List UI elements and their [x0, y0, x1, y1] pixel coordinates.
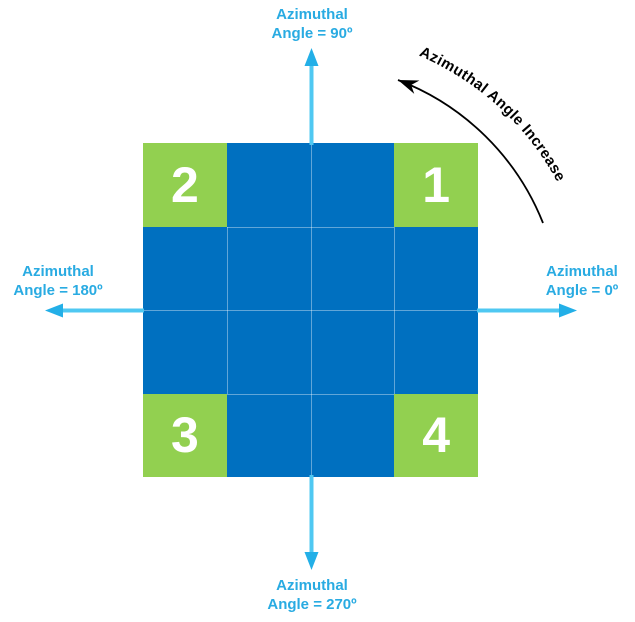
grid-cell: [310, 226, 395, 310]
axis-label-line: Azimuthal: [546, 263, 618, 280]
quadrant-number: 2: [170, 156, 199, 213]
grid-cell: [310, 310, 395, 394]
grid-line: [226, 226, 395, 228]
axis-label-90: Azimuthal Angle = 90º: [232, 5, 392, 43]
grid-line: [143, 310, 478, 311]
axis-label-line: Azimuthal: [276, 577, 348, 594]
grid-cell: [394, 226, 478, 310]
axis-label-180: Azimuthal Angle = 180º: [2, 262, 114, 300]
axis-label-270: Azimuthal Angle = 270º: [232, 576, 392, 614]
grid-line: [394, 226, 396, 394]
axis-arrow-right: [477, 303, 577, 318]
axis-label-line: Angle = 270º: [267, 596, 357, 613]
quadrant-cell-3: 3: [143, 393, 227, 477]
axis-label-line: Angle = 180º: [13, 282, 103, 299]
quadrant-cell-2: 2: [143, 143, 227, 227]
quadrant-number: 3: [170, 407, 199, 464]
axis-label-line: Angle = 90º: [271, 25, 353, 42]
grid-cell: [143, 310, 227, 394]
quadrant-number: 1: [422, 156, 451, 213]
axis-arrow-down: [304, 475, 319, 570]
axis-arrow-left: [45, 303, 144, 318]
axis-arrow-up: [304, 48, 319, 145]
quadrant-number: 4: [422, 407, 451, 464]
grid-cell: [226, 393, 311, 477]
axis-label-0: Azimuthal Angle = 0º: [526, 262, 635, 300]
grid-cell: [226, 226, 311, 310]
grid-cell: [226, 143, 311, 227]
axis-label-line: Angle = 0º: [545, 282, 619, 299]
sensor-grid: 2 1 3 4: [143, 143, 478, 477]
quadrant-cell-4: 4: [394, 393, 478, 477]
grid-line: [226, 226, 228, 394]
grid-cell: [310, 143, 395, 227]
grid-line: [310, 143, 312, 477]
grid-line: [226, 393, 395, 395]
axis-label-line: Azimuthal: [22, 263, 94, 280]
axis-label-line: Azimuthal: [276, 6, 348, 23]
grid-cell: [394, 310, 478, 394]
quadrant-cell-1: 1: [394, 143, 478, 227]
grid-cell: [226, 310, 311, 394]
grid-cell: [310, 393, 395, 477]
grid-cell: [143, 226, 227, 310]
